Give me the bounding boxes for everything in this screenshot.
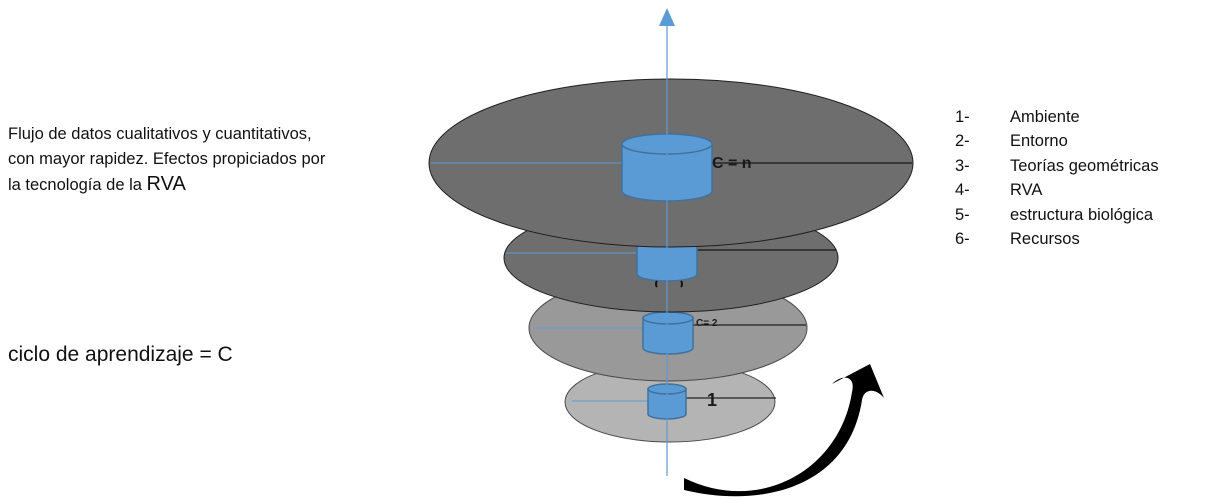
axis-arrowhead-icon (659, 8, 675, 26)
legend-item: 4- RVA (955, 179, 1159, 204)
partial-hidden-label (655, 280, 683, 288)
legend-item: 3- Teorías geométricas (955, 154, 1159, 179)
description-line-3-prefix: la tecnología de la (8, 176, 147, 194)
growth-arrow (684, 364, 884, 497)
legend-item-number: 3- (955, 156, 970, 175)
description-line-3: la tecnología de la RVA (8, 172, 448, 198)
legend-list: 1- Ambiente 2- Entorno 3- Teorías geométric… (955, 105, 1159, 252)
legend-item-label: Entorno (1010, 132, 1068, 151)
disc-label-third: C= 2 (696, 318, 718, 329)
legend-item-label: RVA (1010, 181, 1043, 200)
legend-item-label: Teorías geométricas (1010, 156, 1159, 175)
description-line-2: con mayor rapidez. Efectos propiciados p… (8, 150, 326, 168)
legend-item: 2- Entorno (955, 130, 1159, 155)
legend-item: 5- estructura biológica (955, 203, 1159, 228)
description-line-3-emph: RVA (146, 173, 186, 195)
description-line-1: Flujo de datos cualitativos y cuantitati… (8, 125, 312, 143)
legend-item-number: 6- (955, 230, 970, 249)
disc-label-bottom: 1 (707, 390, 717, 410)
legend-item-label: estructura biológica (1010, 205, 1154, 224)
legend-item-label: Recursos (1010, 230, 1080, 249)
description-text: Flujo de datos cualitativos y cuantitati… (8, 122, 448, 198)
cycle-definition: ciclo de aprendizaje = C (8, 343, 233, 366)
vertical-axis (659, 8, 675, 476)
disc-label-top: C = n (712, 155, 752, 172)
legend-item: 1- Ambiente (955, 105, 1159, 130)
cylinder-cycle-2 (642, 311, 694, 355)
legend-item-number: 1- (955, 107, 970, 126)
legend-item-number: 2- (955, 132, 970, 151)
legend-item: 6- Recursos (955, 228, 1159, 253)
legend-item-label: Ambiente (1010, 107, 1080, 126)
legend-item-number: 5- (955, 205, 970, 224)
disc-cycle-n: C = n (428, 78, 914, 248)
legend-item-number: 4- (955, 181, 970, 200)
